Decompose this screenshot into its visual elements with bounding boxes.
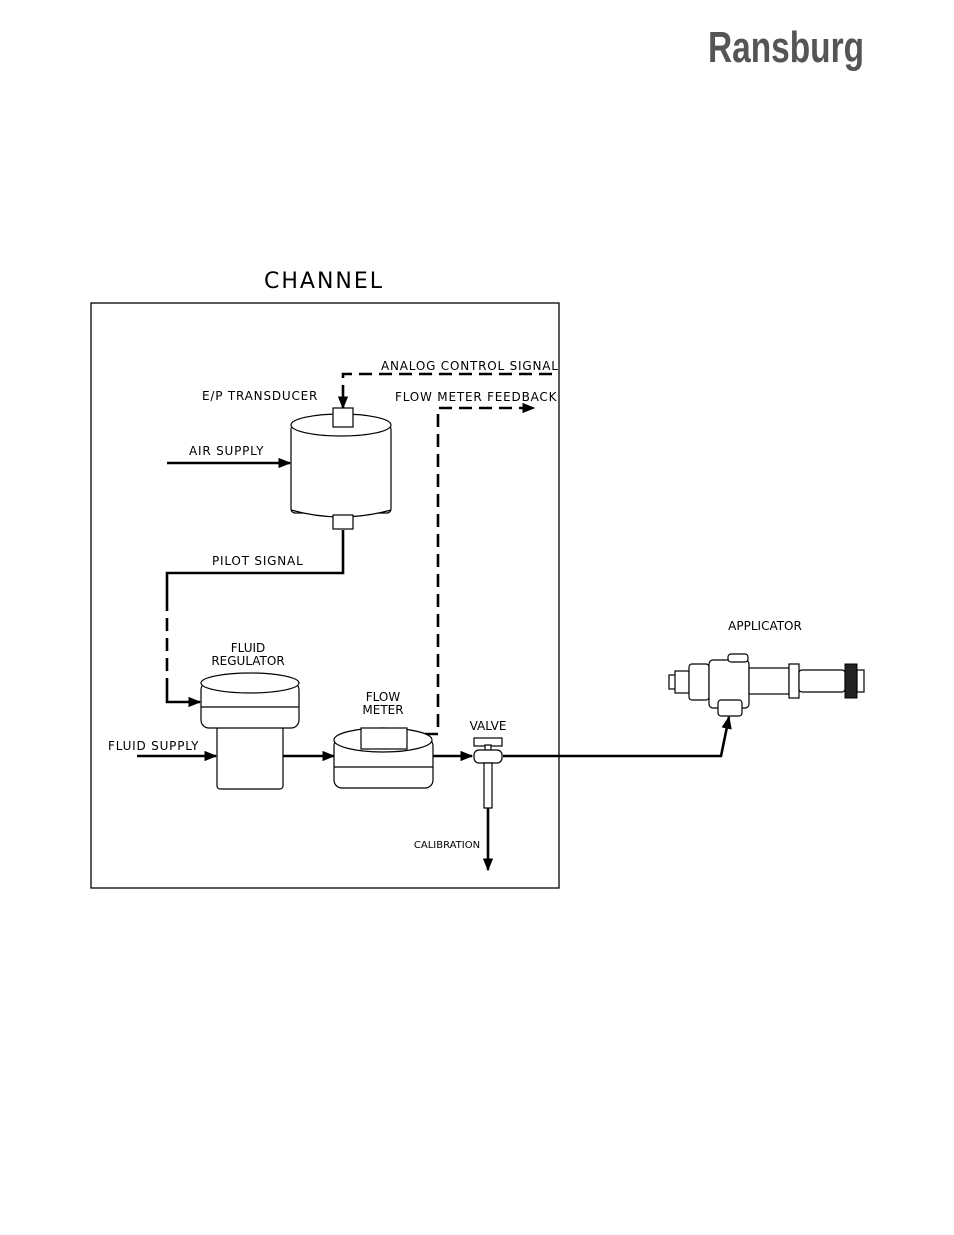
- diagram-title: CHANNEL: [264, 269, 384, 294]
- label-analog-control-signal: ANALOG CONTROL SIGNAL: [381, 359, 559, 373]
- label-fluid-regulator-line1: FLUID: [231, 641, 266, 655]
- label-valve: VALVE: [470, 719, 507, 733]
- flow-meter-feedback-line: [425, 408, 534, 734]
- label-ep-transducer: E/P TRANSDUCER: [202, 389, 318, 403]
- applicator-gun: [669, 654, 864, 716]
- label-fluid-supply: FLUID SUPPLY: [108, 739, 199, 753]
- fluid-regulator: [201, 673, 299, 789]
- label-calibration: CALIBRATION: [414, 840, 480, 851]
- label-flow-meter-line2: METER: [362, 703, 403, 717]
- flow-meter: [334, 728, 433, 788]
- pilot-signal-line-end: [167, 685, 200, 702]
- ep-transducer: [291, 408, 391, 529]
- label-pilot-signal: PILOT SIGNAL: [212, 554, 304, 568]
- label-fluid-regulator-line2: REGULATOR: [211, 654, 284, 668]
- label-flow-meter-line1: FLOW: [366, 690, 401, 704]
- label-applicator: APPLICATOR: [728, 619, 802, 633]
- ransburg-logo: Ransburg: [708, 23, 864, 72]
- label-flow-meter-feedback: FLOW METER FEEDBACK: [395, 390, 558, 404]
- valve: [474, 738, 502, 808]
- label-air-supply: AIR SUPPLY: [189, 444, 264, 458]
- valve-to-applicator-line: [503, 717, 729, 756]
